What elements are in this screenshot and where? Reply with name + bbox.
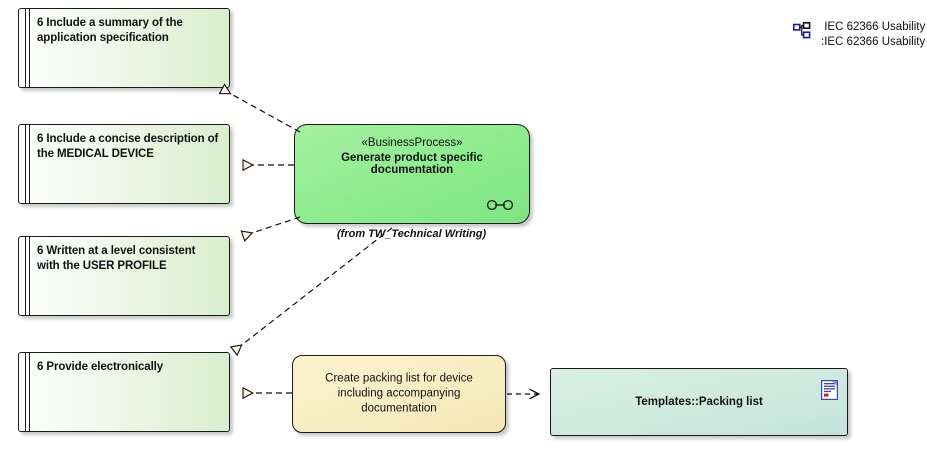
artifact-node-templates-packing-list[interactable]: Templates::Packing list: [550, 368, 848, 436]
connector-realize-bp-to-req-summary[interactable]: [218, 83, 301, 133]
connector-realize-bp-to-req-provide-electronically[interactable]: [229, 227, 393, 357]
package-diagram-icon: [793, 22, 813, 40]
diagram-reference-line-1: IEC 62366 Usability: [824, 21, 926, 33]
artifact-name: Templates::Packing list: [635, 396, 763, 408]
business-process-from-package-label: (from TW_Technical Writing): [337, 228, 487, 240]
requirement-node-concise-description-medical-device[interactable]: 6 Include a concise description of the M…: [18, 124, 230, 204]
activity-label: Create packing list for device including…: [325, 372, 473, 415]
requirement-label: 6 Include a concise description of the M…: [37, 133, 219, 160]
process-chain-icon: [485, 198, 515, 211]
diagram-reference-text: IEC 62366 Usability :IEC 62366 Usability: [821, 20, 925, 50]
connector-realize-bp-to-req-user-profile[interactable]: [240, 216, 301, 242]
requirement-node-written-level-user-profile[interactable]: 6 Written at a level consistent with the…: [18, 236, 230, 316]
activity-node-create-packing-list[interactable]: Create packing list for device including…: [292, 355, 506, 433]
requirement-rail-inner: [29, 237, 30, 315]
document-icon: [821, 380, 839, 400]
requirement-node-summary-application-specification[interactable]: 6 Include a summary of the application s…: [18, 8, 230, 88]
requirement-label: 6 Provide electronically: [37, 361, 164, 373]
business-process-name: Generate product specific documentation: [341, 152, 483, 176]
requirement-label: 6 Include a summary of the application s…: [37, 17, 183, 44]
requirement-rail-outer: [25, 125, 26, 203]
requirement-label: 6 Written at a level consistent with the…: [37, 245, 196, 272]
requirement-rail-inner: [29, 353, 30, 431]
requirement-node-provide-electronically[interactable]: 6 Provide electronically: [18, 352, 230, 432]
requirement-rail-inner: [29, 9, 30, 87]
requirement-rail-outer: [25, 9, 26, 87]
requirement-rail-outer: [25, 353, 26, 431]
requirement-rail-outer: [25, 237, 26, 315]
diagram-reference-line-2: :IEC 62366 Usability: [821, 36, 926, 48]
business-process-node-generate-product-specific-documentation[interactable]: «BusinessProcess» Generate product speci…: [294, 124, 530, 224]
requirement-rail-inner: [29, 125, 30, 203]
diagram-reference-legend: IEC 62366 Usability :IEC 62366 Usability: [793, 20, 925, 50]
business-process-stereotype: «BusinessProcess»: [361, 137, 463, 149]
